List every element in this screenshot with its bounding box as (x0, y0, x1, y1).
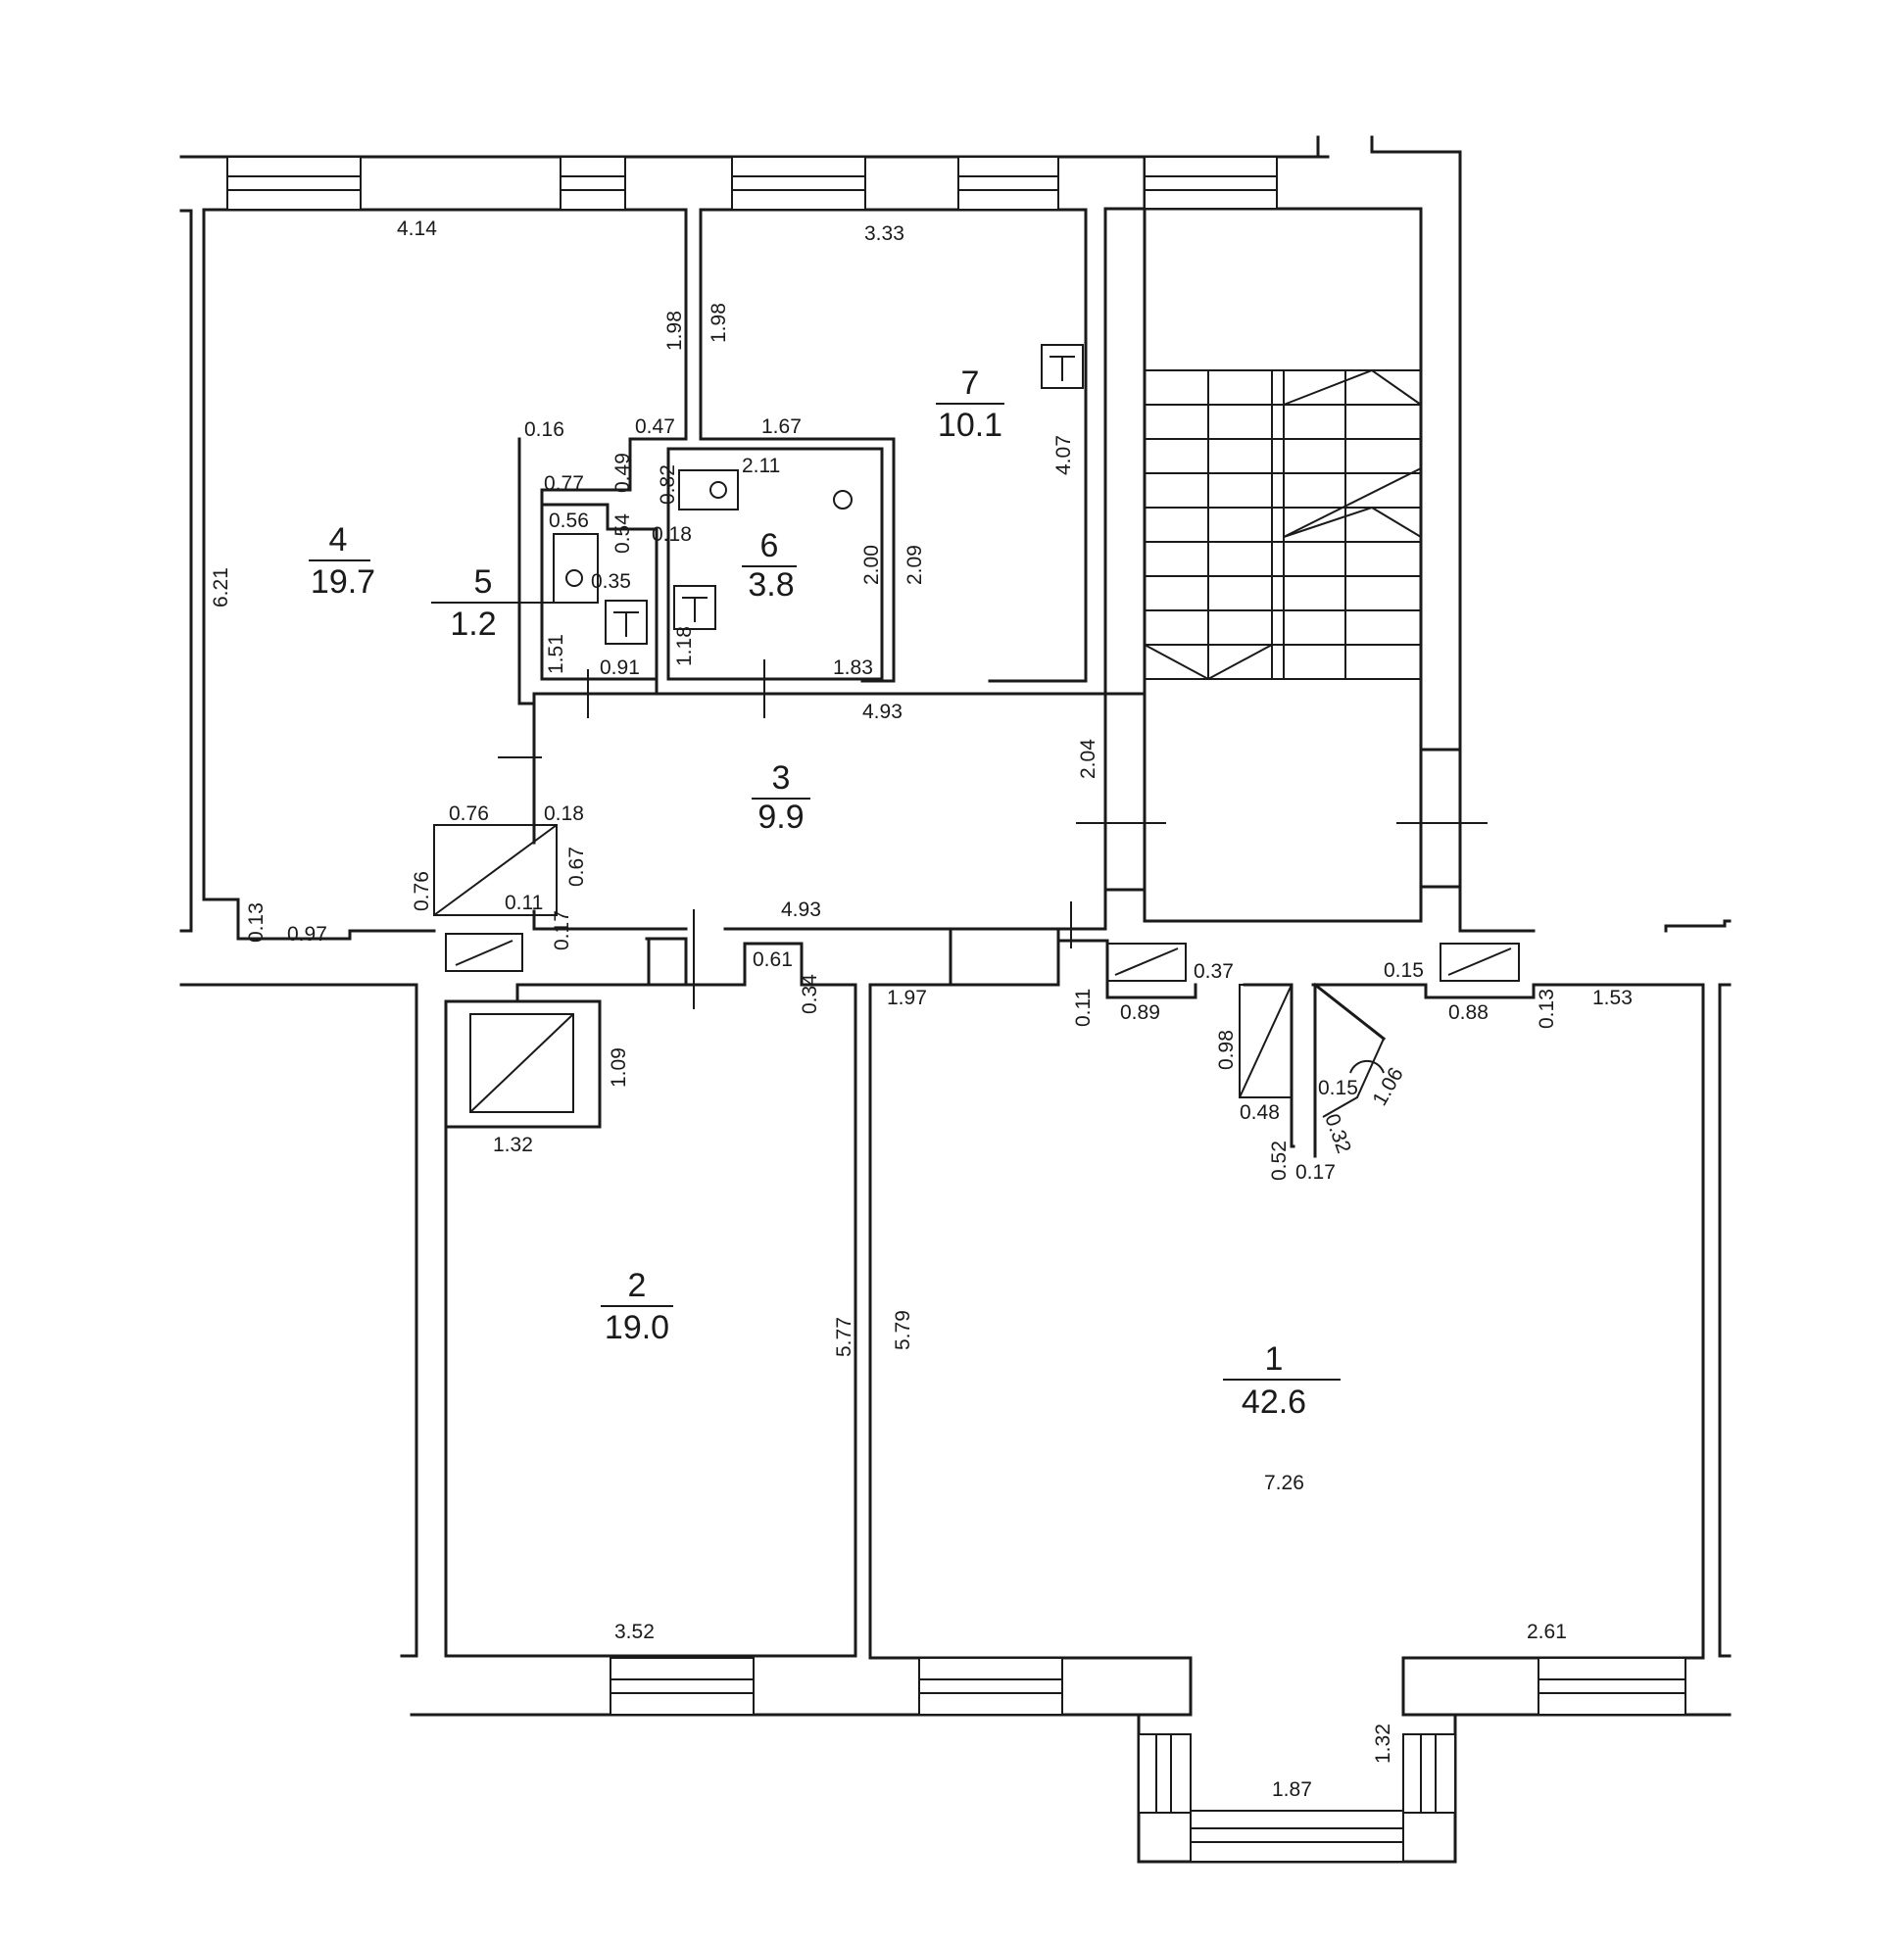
room-2-label: 2 19.0 (601, 1267, 673, 1346)
dim-label: 5.77 (833, 1317, 855, 1357)
dim-label: 2.00 (860, 545, 883, 585)
dim-label: 1.06 (1368, 1064, 1407, 1110)
room-number: 6 (760, 527, 779, 564)
dim-label: 1.98 (663, 311, 686, 351)
vent-shafts (445, 933, 1520, 1118)
dim-label: 1.87 (1272, 1778, 1312, 1801)
dim-label: 0.48 (1240, 1101, 1280, 1124)
room-7-label: 7 10.1 (936, 364, 1004, 444)
dim-label: 2.11 (742, 455, 780, 477)
dim-label: 1.18 (673, 626, 696, 666)
dim-label: 0.76 (449, 802, 489, 825)
dim-label: 0.98 (1215, 1030, 1238, 1070)
dim-label: 0.97 (287, 923, 327, 946)
dim-label: 0.91 (600, 656, 640, 679)
dim-label: 0.17 (1295, 1161, 1336, 1184)
room-area: 19.7 (311, 563, 375, 601)
dim-label: 0.16 (524, 418, 564, 441)
dim-label: 0.13 (245, 902, 268, 943)
windows (226, 156, 1686, 1863)
dim-label: 0.18 (544, 802, 584, 825)
room-number: 7 (961, 364, 980, 402)
dim-label: 1.98 (708, 303, 730, 343)
dim-label: 5.79 (892, 1310, 914, 1350)
dim-label: 1.09 (608, 1047, 630, 1088)
dim-label: 0.67 (565, 847, 588, 887)
dim-label: 0.11 (505, 892, 543, 914)
dim-label: 0.13 (1536, 989, 1558, 1029)
room-number: 1 (1265, 1340, 1284, 1378)
room-area: 3.8 (748, 566, 794, 604)
dim-label: 0.15 (1318, 1077, 1358, 1099)
dim-label: 1.32 (493, 1134, 533, 1156)
dim-label: 6.21 (210, 567, 232, 607)
room-number: 4 (329, 521, 348, 559)
room-area: 19.0 (605, 1309, 669, 1346)
dim-label: 0.47 (635, 415, 675, 438)
dim-label: 1.32 (1372, 1724, 1394, 1764)
room-4-label: 4 19.7 (309, 521, 375, 601)
room-number: 2 (628, 1267, 647, 1304)
room-number: 5 (474, 563, 493, 601)
dim-label: 3.52 (614, 1621, 655, 1643)
dim-label: 1.67 (761, 415, 802, 438)
dim-label: 0.35 (591, 570, 631, 593)
dim-label: 0.54 (611, 513, 634, 554)
room-area: 10.1 (938, 407, 1002, 444)
dim-label: 0.49 (611, 453, 634, 493)
dim-label: 0.18 (652, 523, 692, 546)
dim-label: 1.97 (887, 987, 927, 1009)
dim-label: 0.17 (551, 910, 573, 950)
sanitary-fixtures (553, 344, 1084, 645)
dim-label: 0.77 (544, 472, 584, 495)
dim-label: 7.26 (1264, 1472, 1304, 1494)
dim-label: 0.56 (549, 510, 589, 532)
dim-label: 0.88 (1448, 1001, 1489, 1024)
dim-label: 0.89 (1120, 1001, 1160, 1024)
room-6-label: 6 3.8 (742, 527, 797, 604)
dim-label: 0.34 (799, 974, 821, 1014)
dim-label: 0.76 (411, 871, 433, 911)
dim-label: 4.14 (397, 218, 437, 240)
dim-label: 0.52 (1268, 1141, 1291, 1181)
dim-label: 4.93 (781, 899, 821, 921)
dim-label: 0.82 (657, 464, 679, 505)
dim-label: 2.61 (1527, 1621, 1567, 1643)
dim-label: 2.09 (903, 545, 926, 585)
dim-label: 1.51 (545, 634, 567, 674)
dimension-labels: 4.14 3.33 1.98 1.98 0.16 0.47 1.67 0.49 … (210, 218, 1633, 1801)
room-area: 9.9 (757, 799, 804, 836)
dim-label: 3.33 (864, 222, 904, 245)
staircase (1144, 368, 1422, 681)
dim-label: 0.32 (1320, 1111, 1355, 1156)
dim-label: 4.93 (862, 701, 903, 723)
dim-label: 0.37 (1194, 960, 1234, 983)
room-1-label: 1 42.6 (1223, 1340, 1341, 1421)
dim-label: 0.15 (1384, 959, 1424, 982)
dim-label: 1.53 (1592, 987, 1633, 1009)
walls (179, 135, 1732, 1864)
dim-label: 2.04 (1077, 739, 1099, 779)
room-3-label: 3 9.9 (752, 759, 810, 836)
dim-label: 0.61 (753, 948, 793, 971)
room-number: 3 (772, 759, 791, 797)
room-area: 42.6 (1242, 1384, 1306, 1421)
door-marks (498, 659, 1488, 1009)
room-5-label: 5 1.2 (431, 563, 588, 643)
dim-label: 1.83 (833, 656, 873, 679)
dim-label: 4.07 (1052, 435, 1075, 475)
room-area: 1.2 (450, 606, 496, 643)
dim-label: 0.11 (1072, 989, 1095, 1027)
room-labels: 4 19.7 5 1.2 6 3.8 7 10.1 3 9.9 2 19.0 (309, 364, 1341, 1421)
